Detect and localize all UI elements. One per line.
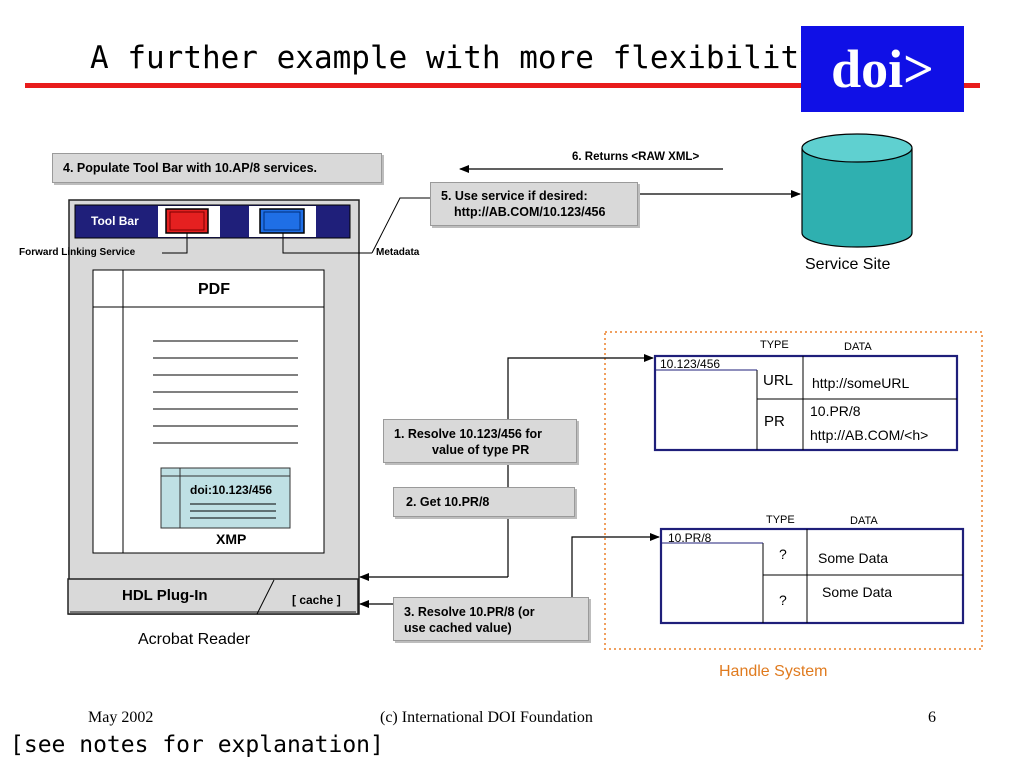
doi-label: doi:10.123/456 <box>190 483 273 497</box>
pdf-text-lines <box>153 340 298 444</box>
step2-box: 2. Get 10.PR/8 <box>393 487 575 517</box>
hdl-plugin-bar <box>67 578 359 615</box>
forward-linking-button[interactable] <box>165 208 209 234</box>
step1-arrow <box>507 354 654 577</box>
record1-row1-data: http://someURL <box>812 375 910 391</box>
step5-box: 5. Use service if desired: http://AB.COM… <box>430 182 638 226</box>
footer-copyright: (c) International DOI Foundation <box>380 709 593 726</box>
forward-linking-connector <box>162 233 188 254</box>
step1-box: 1. Resolve 10.123/456 for value of type … <box>383 419 577 463</box>
metadata-button[interactable] <box>259 208 305 234</box>
step3-line2: use cached value) <box>404 621 512 635</box>
record2-row1-type: ? <box>779 546 787 562</box>
step4-box: 4. Populate Tool Bar with 10.AP/8 servic… <box>52 153 382 183</box>
cache-divider <box>256 579 275 615</box>
step5-line1: 5. Use service if desired: <box>441 189 588 203</box>
record1-row2-data-line2: http://AB.COM/<h> <box>810 427 929 443</box>
step5-line2: http://AB.COM/10.123/456 <box>454 205 606 219</box>
step3-line1: 3. Resolve 10.PR/8 (or <box>404 605 535 619</box>
footer-date: May 2002 <box>88 709 154 726</box>
handle-system-boundary <box>604 331 983 650</box>
record1-handle: 10.123/456 <box>660 357 721 371</box>
step5-connector <box>371 197 430 254</box>
toolbar-label: Tool Bar <box>91 214 139 228</box>
hdl-plugin-label: HDL Plug-In <box>122 587 208 604</box>
step4-text: 4. Populate Tool Bar with 10.AP/8 servic… <box>63 161 318 175</box>
metadata-connector <box>282 233 372 254</box>
record1-row1-type: URL <box>763 372 794 389</box>
service-site-cylinder <box>801 133 913 248</box>
handle-record-1 <box>653 354 959 452</box>
metadata-label: Metadata <box>376 247 420 258</box>
doi-logo: doi> <box>801 26 964 112</box>
cache-label: [ cache ] <box>292 593 341 607</box>
step2-text: 2. Get 10.PR/8 <box>406 495 490 509</box>
record1-type-header: TYPE <box>760 339 789 351</box>
step3-arrow <box>571 533 660 604</box>
forward-linking-label: Forward Linking Service <box>19 247 136 258</box>
step3-box: 3. Resolve 10.PR/8 (or use cached value) <box>393 597 589 641</box>
record2-row2-data: Some Data <box>822 584 893 600</box>
pdf-label: PDF <box>198 281 230 298</box>
notes-hint: [see notes for explanation] <box>10 732 384 758</box>
acrobat-reader-caption: Acrobat Reader <box>138 631 251 648</box>
service-site-label: Service Site <box>805 256 891 273</box>
xmp-label: XMP <box>216 531 247 547</box>
title-underline <box>25 83 980 88</box>
record2-handle: 10.PR/8 <box>668 531 712 545</box>
step1-line2: value of type PR <box>432 443 530 457</box>
step6-label: 6. Returns <RAW XML> <box>572 151 700 163</box>
step1-line1: 1. Resolve 10.123/456 for <box>394 427 543 441</box>
record1-row2-type: PR <box>764 413 785 430</box>
handle-system-label: Handle System <box>719 663 828 680</box>
record2-type-header: TYPE <box>766 514 795 526</box>
record2-row1-data: Some Data <box>818 550 889 566</box>
record2-row2-type: ? <box>779 592 787 608</box>
slide-title: A further example with more flexibility <box>90 40 818 76</box>
handle-record-2 <box>659 527 965 625</box>
record2-data-header: DATA <box>850 515 878 527</box>
footer-page-number: 6 <box>928 709 936 726</box>
record1-data-header: DATA <box>844 341 872 353</box>
record1-row2-data-line1: 10.PR/8 <box>810 403 861 419</box>
